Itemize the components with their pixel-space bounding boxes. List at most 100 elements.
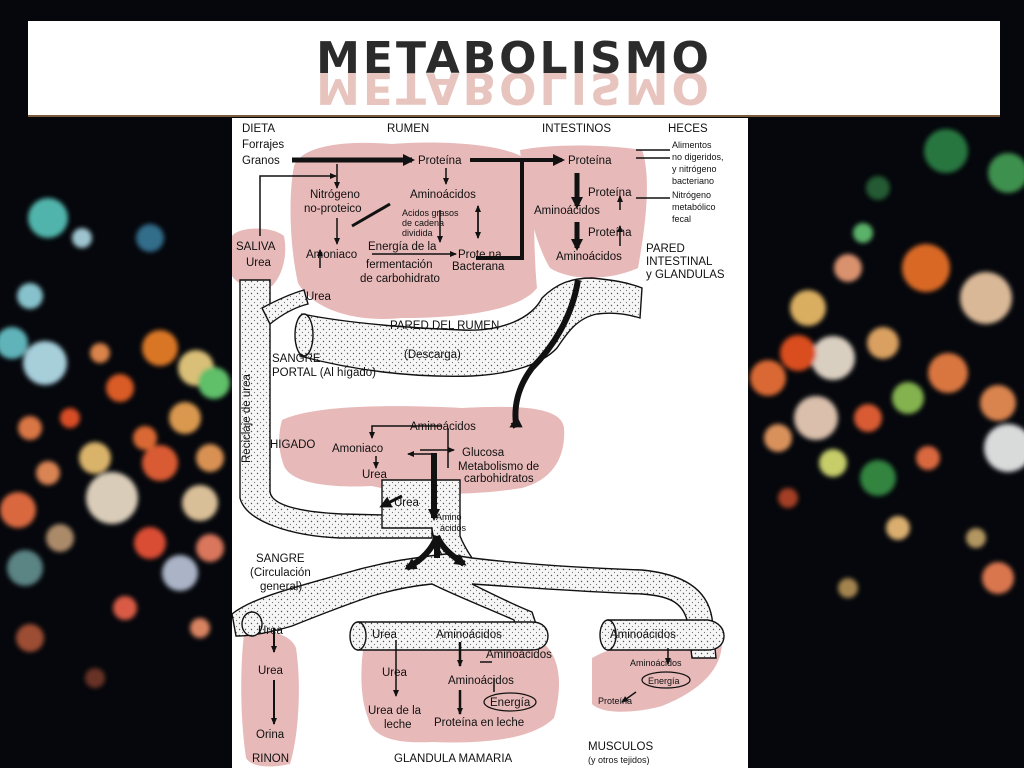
label-glandula-mamaria: GLANDULA MAMARIA xyxy=(394,753,513,765)
label-sangre-general-3: general) xyxy=(260,581,302,593)
label-intestinos: INTESTINOS xyxy=(542,123,611,135)
rinon-urea-1: Urea xyxy=(258,625,284,637)
musculos-proteina: Proteína xyxy=(598,696,632,706)
mamaria-urea-leche-2: leche xyxy=(384,719,412,731)
heces-alimentos-2: no digeridos, xyxy=(672,152,724,162)
label-musculos: MUSCULOS xyxy=(588,741,654,753)
mammary-vessel xyxy=(357,621,549,651)
intestino-aminoacidos-2: Aminoácidos xyxy=(556,251,622,263)
higado-amino-1: Amino xyxy=(436,512,462,522)
intestine-region xyxy=(520,145,647,278)
label-pared-rumen: PARED DEL RUMEN xyxy=(390,320,499,332)
label-dieta: DIETA xyxy=(242,123,275,135)
kidney-region xyxy=(241,631,299,767)
label-sangre-portal-1: SANGRE xyxy=(272,353,321,365)
rumen-acidos-1: Acidos grasos xyxy=(402,208,459,218)
mamaria-aminoacidos-3: Aminoácidos xyxy=(448,675,514,687)
higado-metabolismo-2: carbohidratos xyxy=(464,473,534,485)
rumen-urea: Urea xyxy=(306,291,332,303)
heces-nitrogeno-2: metabólico xyxy=(672,202,716,212)
higado-urea-2: Urea xyxy=(394,497,420,509)
kidney-vessel-end xyxy=(241,611,263,637)
musculos-aminoacidos: Aminoácidos xyxy=(610,629,676,641)
label-pared-2: INTESTINAL xyxy=(646,256,713,268)
rumen-energia: Energía de la xyxy=(368,241,437,253)
musculos-energia-oval xyxy=(641,671,691,689)
mamaria-urea-2: Urea xyxy=(382,667,408,679)
diagram-labels: DIETA Forrajes Granos RUMEN INTESTINOS H… xyxy=(236,123,725,765)
label-descarga: (Descarga) xyxy=(404,349,461,361)
higado-urea: Urea xyxy=(362,469,388,481)
label-rumen: RUMEN xyxy=(387,123,429,135)
intestino-proteina-2: Proteína xyxy=(588,187,632,199)
organ-regions xyxy=(232,142,722,767)
rumen-acidos-3: dividida xyxy=(402,228,433,238)
mammary-region xyxy=(361,636,559,743)
label-heces: HECES xyxy=(668,123,708,135)
heces-nitrogeno-3: fecal xyxy=(672,214,691,224)
rumen-acidos-2: de cadena xyxy=(402,218,444,228)
muscle-vessel-end xyxy=(599,619,617,651)
heces-alimentos-3: y nitrógeno xyxy=(672,164,717,174)
label-forrajes: Forrajes xyxy=(242,139,284,151)
heces-alimentos-1: Alimentos xyxy=(672,140,712,150)
mamaria-aminoacidos-2: Aminoácidos xyxy=(486,649,552,661)
mamaria-energia-oval xyxy=(483,692,537,712)
label-pared-3: y GLANDULAS xyxy=(646,269,725,281)
mamaria-urea: Urea xyxy=(372,629,398,641)
label-reciclaje-urea: Reciclaje de urea xyxy=(241,374,253,463)
page-title: METABOLISMO xyxy=(316,33,712,84)
heces-alimentos-4: bacteriano xyxy=(672,176,714,186)
portal-vessel xyxy=(299,277,643,377)
rumen-fermentacion-1: fermentación xyxy=(366,259,432,271)
higado-glucosa: Glucosa xyxy=(462,447,505,459)
rumen-nitrogeno-1: Nitrógeno xyxy=(310,189,360,201)
label-saliva: SALIVA xyxy=(236,241,276,253)
label-pared-1: PARED xyxy=(646,243,685,255)
rumen-proteina-bacteriana-2: Bacterana xyxy=(452,261,505,273)
higado-amoniaco: Amoniaco xyxy=(332,443,383,455)
flow-arrows xyxy=(259,149,671,725)
intestino-proteina-3: Proteína xyxy=(588,227,632,239)
label-musculos-sub: (y otros tejidos) xyxy=(588,755,650,765)
rumen-aminoacidos: Aminoácidos xyxy=(410,189,476,201)
intestino-aminoacidos: Aminoácidos xyxy=(534,205,600,217)
label-sangre-portal-2: PORTAL (Al hígado) xyxy=(272,367,376,379)
higado-aminoacidos: Aminoácidos xyxy=(410,421,476,433)
portal-vessel-end xyxy=(294,313,314,357)
mamaria-proteina-leche: Proteína en leche xyxy=(434,717,524,729)
bokeh-background-left xyxy=(0,198,230,688)
label-rinon: RINON xyxy=(252,753,289,765)
metabolism-diagram: DIETA Forrajes Granos RUMEN INTESTINOS H… xyxy=(232,118,748,768)
diagram-svg: DIETA Forrajes Granos RUMEN INTESTINOS H… xyxy=(232,123,725,767)
saliva-region xyxy=(232,228,286,288)
rumen-region xyxy=(290,142,537,319)
rinon-urea-2: Urea xyxy=(258,665,284,677)
higado-amino-2: ácidos xyxy=(440,523,467,533)
saliva-urea: Urea xyxy=(246,257,272,269)
rumen-nitrogeno-2: no-proteico xyxy=(304,203,362,215)
label-sangre-general-1: SANGRE xyxy=(256,553,305,565)
mamaria-energia: Energía xyxy=(490,697,531,709)
mamaria-urea-leche-1: Urea de la xyxy=(368,705,422,717)
rinon-orina: Orina xyxy=(256,729,285,741)
label-granos: Granos xyxy=(242,155,280,167)
blood-vessels xyxy=(232,277,725,659)
rumen-proteina: Proteína xyxy=(418,155,462,167)
saliva-branch xyxy=(261,289,309,326)
rumen-fermentacion-2: de carbohidrato xyxy=(360,273,440,285)
title-banner: METABOLISMO METABOLISMO xyxy=(28,21,1000,117)
bokeh-background-right xyxy=(750,129,1024,598)
mammary-vessel-end xyxy=(349,621,367,651)
label-higado: HIGADO xyxy=(270,439,315,451)
mamaria-aminoacidos: Aminoácidos xyxy=(436,629,502,641)
higado-metabolismo-1: Metabolismo de xyxy=(458,461,539,473)
label-sangre-general-2: (Circulación xyxy=(250,567,311,579)
intestino-proteina: Proteína xyxy=(568,155,612,167)
musculos-energia: Energía xyxy=(648,676,680,686)
rumen-proteina-bacteriana-1: Prote na xyxy=(458,249,502,261)
muscle-vessel xyxy=(607,619,725,651)
heces-nitrogeno-1: Nitrógeno xyxy=(672,190,711,200)
rumen-amoniaco: Amoniaco xyxy=(306,249,357,261)
musculos-aminoacidos-2: Aminoácidos xyxy=(630,658,682,668)
